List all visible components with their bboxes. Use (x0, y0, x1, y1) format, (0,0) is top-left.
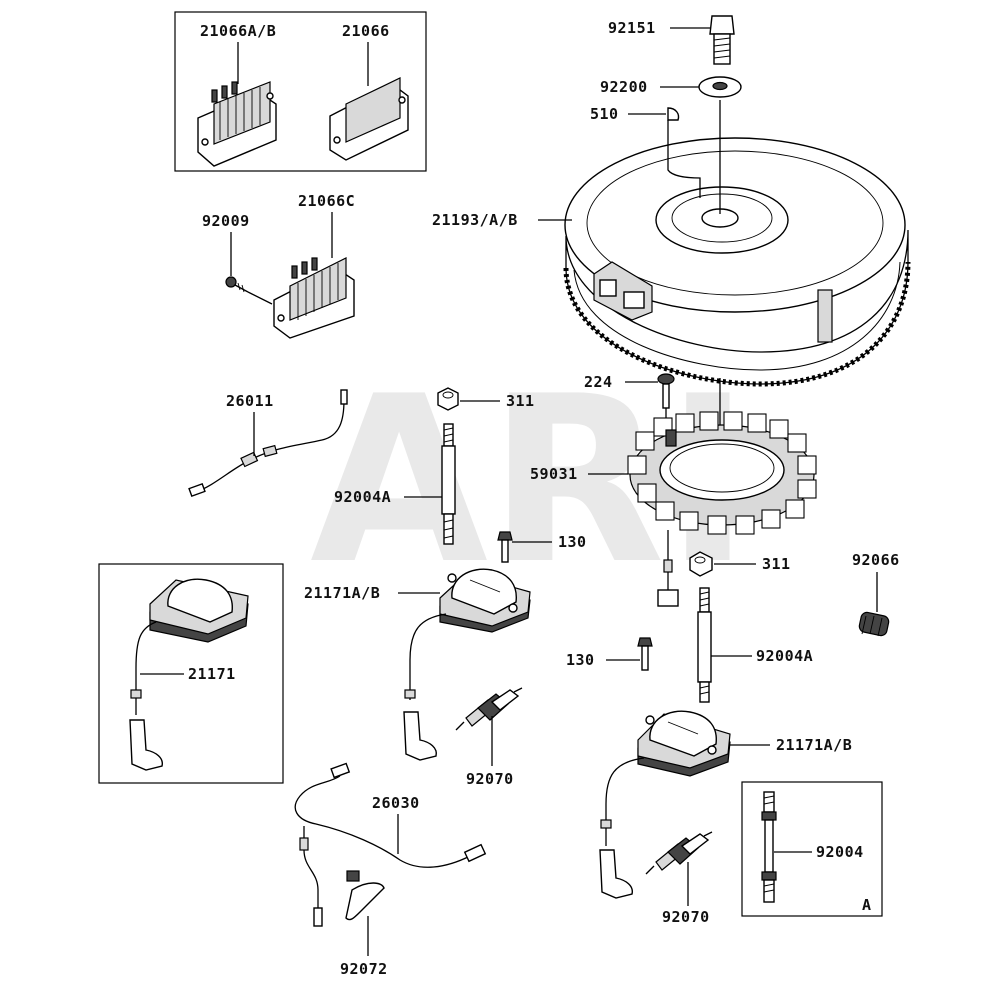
lead-wire-26011[interactable] (188, 389, 348, 498)
screw-92009[interactable] (225, 276, 249, 293)
regulator-21066[interactable] (329, 77, 409, 161)
label-21193ab[interactable]: 21193/A/B (432, 211, 518, 229)
label-130-right[interactable]: 130 (566, 651, 595, 669)
stud-92004a-left[interactable] (441, 423, 456, 545)
spark-plug-92070-right[interactable] (645, 831, 713, 875)
label-59031[interactable]: 59031 (530, 465, 578, 483)
washer-92200[interactable] (698, 76, 742, 98)
label-311-left[interactable]: 311 (506, 392, 535, 410)
setscrew-92066[interactable] (858, 611, 890, 637)
inset-label-a: A (862, 896, 872, 914)
stud-92004[interactable] (761, 791, 777, 903)
stud-92004a-right[interactable] (697, 587, 712, 703)
spark-plug-92070-left[interactable] (455, 687, 523, 731)
label-92072[interactable]: 92072 (340, 960, 388, 978)
label-21066c[interactable]: 21066C (298, 192, 355, 210)
label-21171[interactable]: 21171 (188, 665, 236, 683)
bolt-92151[interactable] (709, 15, 735, 65)
label-21171ab-left[interactable]: 21171A/B (304, 584, 380, 602)
label-92004a-right[interactable]: 92004A (756, 647, 813, 665)
label-92066[interactable]: 92066 (852, 551, 900, 569)
label-92070-left[interactable]: 92070 (466, 770, 514, 788)
label-21171ab-right[interactable]: 21171A/B (776, 736, 852, 754)
label-92004[interactable]: 92004 (816, 843, 864, 861)
nut-311-left[interactable] (437, 387, 459, 411)
label-311-right[interactable]: 311 (762, 555, 791, 573)
regulator-box (174, 11, 427, 172)
label-510[interactable]: 510 (590, 105, 619, 123)
label-92070-right[interactable]: 92070 (662, 908, 710, 926)
regulator-21066ab[interactable] (197, 81, 277, 167)
screw-224[interactable] (657, 373, 675, 409)
label-92004a-left[interactable]: 92004A (334, 488, 391, 506)
label-92200[interactable]: 92200 (600, 78, 648, 96)
ignition-coil-21171[interactable] (129, 578, 249, 771)
leader-92009-b (247, 291, 273, 305)
label-21066[interactable]: 21066 (342, 22, 390, 40)
inset-box-a (741, 781, 883, 917)
label-21066ab[interactable]: 21066A/B (200, 22, 276, 40)
label-26030[interactable]: 26030 (372, 794, 420, 812)
ignition-coil-21171ab-right[interactable] (599, 710, 731, 899)
bolt-130-right[interactable] (637, 637, 653, 671)
nut-311-right[interactable] (689, 551, 713, 577)
label-92151[interactable]: 92151 (608, 19, 656, 37)
label-224[interactable]: 224 (584, 373, 613, 391)
ignition-coil-21171ab-left[interactable] (403, 568, 531, 761)
lead-wire-26030[interactable] (294, 762, 487, 927)
bolt-130-left[interactable] (497, 531, 513, 563)
coil-inset-box (98, 563, 284, 784)
flywheel-21193ab[interactable] (563, 120, 911, 387)
clamp-92072[interactable] (345, 870, 385, 921)
key-510[interactable] (667, 107, 680, 121)
label-92009[interactable]: 92009 (202, 212, 250, 230)
stator-59031[interactable] (627, 411, 817, 607)
label-26011[interactable]: 26011 (226, 392, 274, 410)
regulator-21066c[interactable] (273, 257, 355, 339)
label-130-left[interactable]: 130 (558, 533, 587, 551)
